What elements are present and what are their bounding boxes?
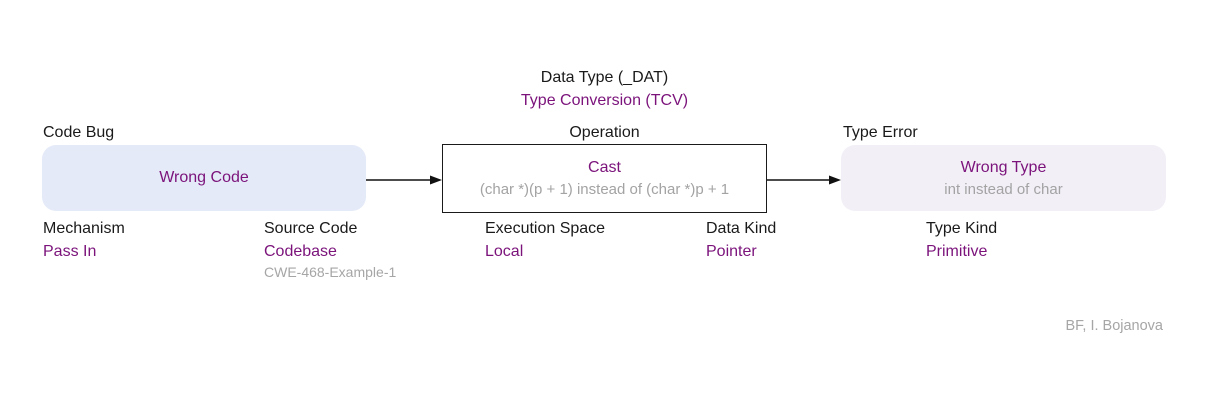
attribute-detail: CWE-468-Example-1 [264, 264, 397, 280]
cause-node-box: Wrong Code [42, 145, 366, 211]
attribute-execution-space: Execution Space Local [485, 219, 605, 261]
attribute-label: Type Kind [926, 220, 998, 237]
attribute-value: Pointer [706, 243, 757, 260]
consequence-section-label: Type Error [843, 124, 918, 141]
consequence-node-box: Wrong Type int instead of char [841, 145, 1166, 211]
consequence-value: Wrong Type [960, 158, 1047, 176]
cause-section-label: Code Bug [43, 124, 115, 141]
attribute-label: Data Kind [706, 220, 777, 237]
bug-type-title: Data Type (_DAT) [540, 69, 669, 86]
consequence-detail: int instead of char [944, 180, 1063, 198]
cause-to-operation-arrow [366, 175, 442, 185]
attribute-source-code: Source Code Codebase CWE-468-Example-1 [264, 219, 396, 281]
attribute-value: Local [485, 243, 524, 260]
cause-value: Wrong Code [159, 169, 249, 186]
attribute-label: Execution Space [485, 220, 606, 237]
bug-class-title: Type Conversion (TCV) [520, 92, 689, 109]
attribute-value: Pass In [43, 243, 97, 260]
attribute-mechanism: Mechanism Pass In [43, 219, 125, 261]
attribute-label: Source Code [264, 220, 358, 237]
operation-value: Cast [588, 159, 621, 176]
attribution: BF, I. Bojanova [1065, 318, 1163, 334]
operation-section-label: Operation [569, 124, 640, 141]
operation-detail: (char *)(p + 1) instead of (char *)p + 1 [479, 181, 730, 198]
attribute-data-kind: Data Kind Pointer [706, 219, 776, 261]
class-header: Data Type (_DAT) Type Conversion (TCV) [442, 69, 767, 110]
attribute-value: Primitive [926, 243, 988, 260]
attribute-type-kind: Type Kind Primitive [926, 219, 997, 261]
attribute-label: Mechanism [43, 220, 125, 237]
operation-to-consequence-arrow [767, 175, 841, 185]
attribute-value: Codebase [264, 243, 337, 260]
operation-node-box: Cast (char *)(p + 1) instead of (char *)… [442, 144, 767, 213]
